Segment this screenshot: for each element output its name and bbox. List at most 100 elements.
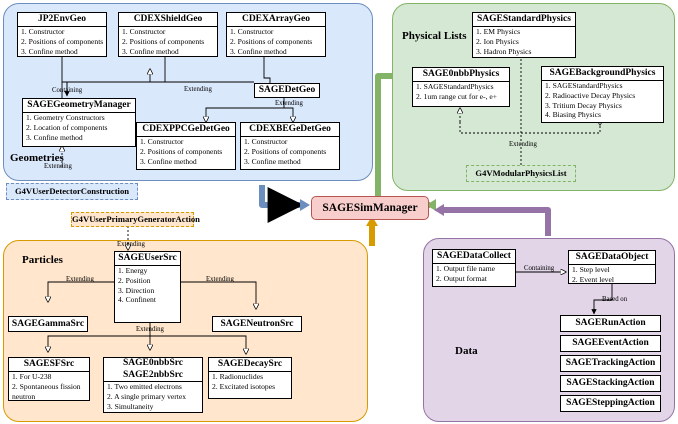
data-section-label: Data bbox=[455, 345, 478, 357]
jp2-env-geo-box: JP2EnvGeo 1. Constructor 2. Positions of… bbox=[17, 12, 107, 57]
geometries-section-label: Geometries bbox=[10, 152, 64, 164]
box-item: 1. Constructor bbox=[21, 27, 65, 36]
sage-0nbb-physics-box: SAGE0nbbPhysics 1. SAGEStandardPhysics 2… bbox=[412, 67, 510, 107]
box-item: 2. Positions of components bbox=[122, 36, 205, 46]
box-title: SAGEBackgroundPhysics bbox=[542, 67, 663, 81]
sage-neutron-src-box: SAGENeutronSrc bbox=[212, 316, 302, 332]
box-item: 2. Output format bbox=[436, 273, 487, 283]
sage-standard-physics-box: SAGEStandardPhysics 1. EM Physics 2. Ion… bbox=[472, 12, 576, 58]
box-title: SAGEGeometryManager bbox=[23, 99, 135, 113]
extending-label: Extending bbox=[44, 163, 72, 170]
box-item: 3. Confine method bbox=[21, 46, 78, 56]
box-item: 2. A single primary vertex bbox=[107, 391, 187, 401]
box-title: CDEXShieldGeo bbox=[119, 13, 217, 27]
extending-label: Extending bbox=[117, 241, 145, 248]
particles-section-label: Particles bbox=[22, 254, 63, 266]
data-connectors bbox=[516, 272, 613, 315]
box-title-line: SAGE2nbbSrc bbox=[122, 369, 183, 380]
box-item: 4. Confinent bbox=[118, 295, 156, 305]
box-item: 2. Positions of components bbox=[21, 36, 104, 46]
box-item: 2. Location of components bbox=[26, 122, 108, 132]
cdex-bege-det-geo-box: CDEXBEGeDetGeo 1. Constructor 2. Positio… bbox=[240, 122, 340, 170]
box-item: 3. Confine method bbox=[244, 156, 301, 166]
box-item: 1. Two emitted electrons bbox=[107, 382, 182, 391]
sage-stepping-action-box: SAGESteppingAction bbox=[560, 395, 661, 412]
sage-geometry-manager-box: SAGEGeometryManager 1. Geometry Construc… bbox=[22, 98, 136, 147]
box-title: SAGEUserSrc bbox=[115, 252, 180, 266]
box-title: CDEXPPCGeDetGeo bbox=[137, 123, 235, 137]
sage-sim-manager-box: SAGESimManager bbox=[311, 196, 429, 220]
box-title: SAGEDecaySrc bbox=[209, 358, 291, 372]
extending-label: Extending bbox=[275, 100, 303, 107]
box-title: SAGE0nbbPhysics bbox=[413, 68, 509, 82]
extending-label: Extending bbox=[136, 326, 164, 333]
sage-tracking-action-box: SAGETrackingAction bbox=[560, 355, 661, 372]
box-item: 2. Ion Physics bbox=[476, 36, 519, 46]
cdex-shield-geo-box: CDEXShieldGeo 1. Constructor 2. Position… bbox=[118, 12, 218, 57]
box-item: 1. Radionuclides bbox=[212, 372, 264, 381]
box-item: 1. Energy bbox=[118, 266, 148, 275]
box-item: 1. Step level bbox=[572, 265, 610, 274]
particles-connectors bbox=[48, 226, 256, 354]
geometries-connectors bbox=[61, 56, 293, 122]
box-title: SAGEDataObject bbox=[569, 251, 655, 265]
box-item: 1. Constructor bbox=[230, 27, 274, 36]
containing-label: Containing bbox=[52, 87, 83, 94]
box-item: 4. Biasing Physics bbox=[545, 110, 601, 120]
box-item: 2. 1um range cut for e-, e+ bbox=[416, 91, 498, 101]
cdex-array-geo-box: CDEXArrayGeo 1. Constructor 2. Positions… bbox=[226, 12, 326, 57]
extending-label: Extending bbox=[66, 276, 94, 283]
sage-data-collect-box: SAGEDataCollect 1. Output file name 2. O… bbox=[432, 249, 516, 287]
sage-decay-src-box: SAGEDecaySrc 1. Radionuclides 2. Excitat… bbox=[208, 357, 292, 399]
g4v-modular-physics-list-box: G4VModularPhysicsList bbox=[466, 165, 576, 182]
box-item: 2. Positions of components bbox=[244, 146, 327, 156]
sage-sf-src-box: SAGESFSrc 1. For U-238 2. Spontaneous fi… bbox=[8, 357, 90, 401]
sage-gamma-src-box: SAGEGammaSrc bbox=[8, 316, 88, 332]
box-item: 2. Event level bbox=[572, 274, 614, 284]
box-item: 1. Constructor bbox=[244, 137, 288, 146]
box-item: 1. Output file name bbox=[436, 264, 496, 273]
box-title: SAGEStandardPhysics bbox=[473, 13, 575, 27]
box-item: 3. Hadron Physics bbox=[476, 46, 532, 56]
g4v-user-detector-construction-box: G4VUserDetectorConstruction bbox=[6, 183, 138, 200]
sage-event-action-box: SAGEEventAction bbox=[560, 335, 661, 352]
box-title: CDEXBEGeDetGeo bbox=[241, 123, 339, 137]
box-title: SAGEDataCollect bbox=[433, 250, 515, 264]
box-item: 3. Confine method bbox=[140, 156, 197, 166]
sage-stacking-action-box: SAGEStackingAction bbox=[560, 375, 661, 392]
center-title: SAGESimManager bbox=[322, 202, 418, 214]
box-title-line: SAGE0nbbSrc bbox=[122, 358, 183, 368]
box-item: 1. For U-238 bbox=[12, 372, 52, 381]
box-item: 3. Simultaneity bbox=[107, 401, 154, 411]
box-item: 1. Constructor bbox=[122, 27, 166, 36]
extending-label: Extending bbox=[206, 276, 234, 283]
box-item: 1. SAGEStandardPhysics bbox=[416, 82, 494, 91]
box-item: 1. Constructor bbox=[140, 137, 184, 146]
sage-det-geo-box: SAGEDetGeo bbox=[254, 83, 320, 98]
actions-stack: SAGERunAction SAGEEventAction SAGETracki… bbox=[560, 315, 661, 412]
sage-nbb-src-box: SAGE0nbbSrc SAGE2nbbSrc 1. Two emitted e… bbox=[103, 357, 203, 413]
box-title: SAGE0nbbSrc SAGE2nbbSrc bbox=[104, 358, 202, 382]
box-item: 3. Confine method bbox=[230, 46, 287, 56]
box-title: SAGESFSrc bbox=[9, 358, 89, 372]
based-on-label: Based on bbox=[602, 296, 628, 303]
box-item: 2. Positions of components bbox=[230, 36, 313, 46]
box-item: 2. Positions of components bbox=[140, 146, 223, 156]
cdex-ppc-ge-det-geo-box: CDEXPPCGeDetGeo 1. Constructor 2. Positi… bbox=[136, 122, 236, 170]
box-item: 3. Confine method bbox=[26, 132, 83, 142]
box-title: CDEXArrayGeo bbox=[227, 13, 325, 27]
box-title: JP2EnvGeo bbox=[18, 13, 106, 27]
box-item: 2. Spontaneous fission bbox=[12, 381, 81, 391]
extending-label: Extending bbox=[184, 86, 212, 93]
sage-user-src-box: SAGEUserSrc 1. Energy 2. Position 3. Dir… bbox=[114, 251, 181, 323]
extending-label: Extending bbox=[509, 141, 537, 148]
sage-run-action-box: SAGERunAction bbox=[560, 315, 661, 332]
box-item: neutron bbox=[12, 391, 36, 401]
physical-lists-section-label: Physical Lists bbox=[402, 30, 467, 42]
g4v-user-primary-generator-action-box: G4VUserPrimaryGeneratorAction bbox=[71, 212, 200, 227]
box-item: 1. EM Physics bbox=[476, 27, 521, 36]
containing-label: Containing bbox=[524, 265, 555, 272]
box-item: 1. SAGEStandardPhysics bbox=[545, 81, 623, 90]
box-item: 1. Geometry Constructors bbox=[26, 113, 105, 122]
